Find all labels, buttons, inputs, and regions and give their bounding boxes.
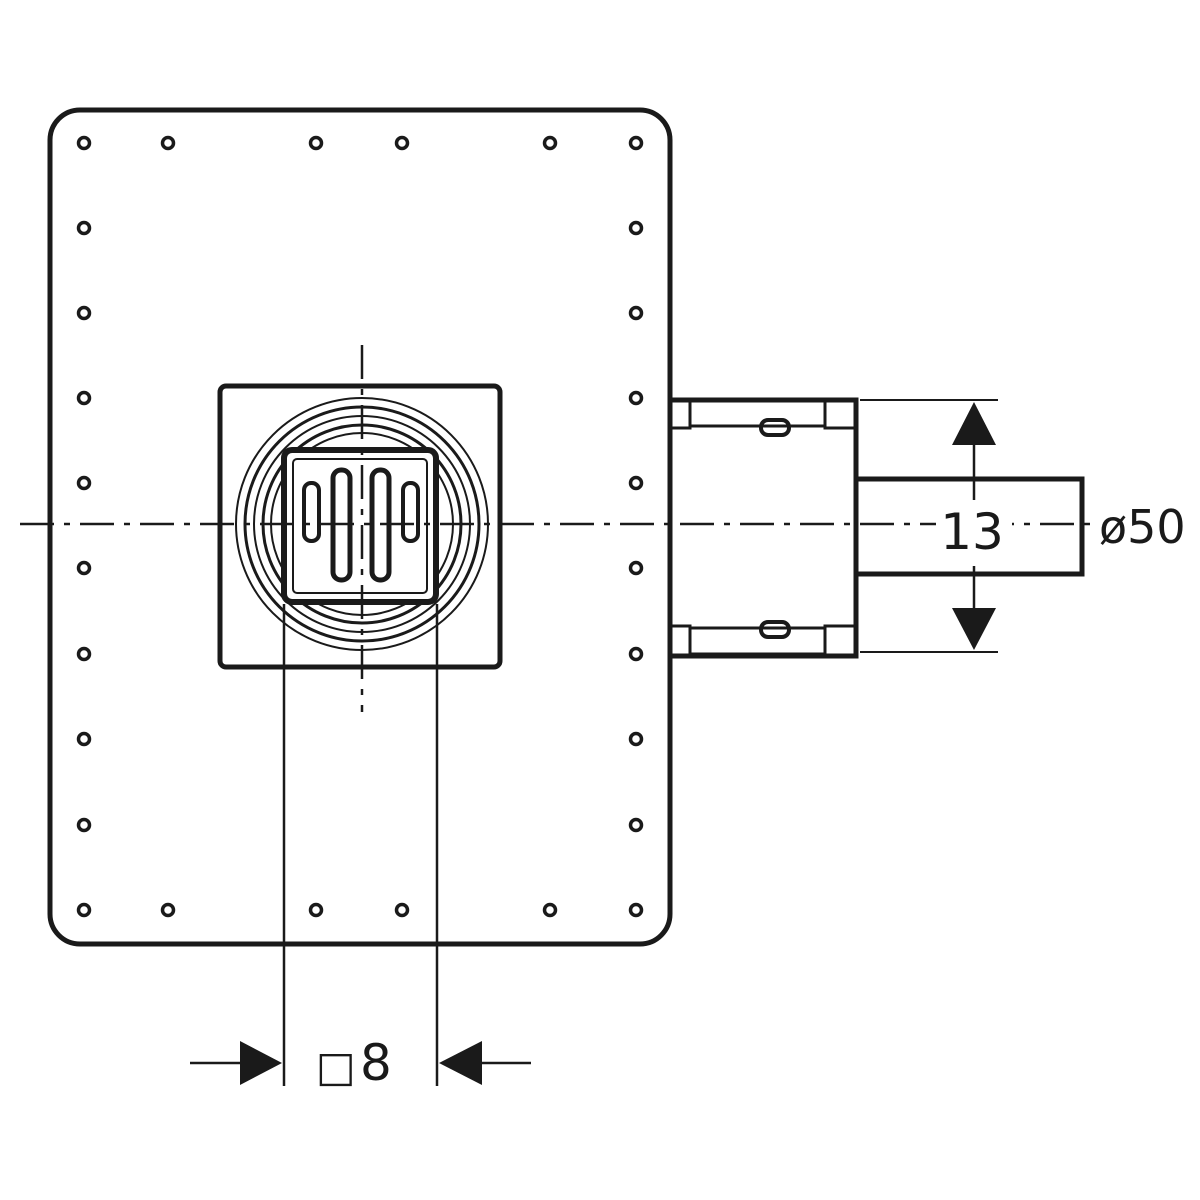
screw-hole bbox=[394, 135, 410, 151]
screw-hole bbox=[76, 475, 92, 491]
centre-lines bbox=[20, 345, 1095, 712]
screw-hole bbox=[160, 135, 176, 151]
screw-hole bbox=[628, 731, 644, 747]
screw-hole bbox=[160, 902, 176, 918]
screw-hole bbox=[628, 135, 644, 151]
screw-hole bbox=[542, 135, 558, 151]
side-connector bbox=[667, 397, 859, 659]
dimension-grate-size-label: 8 bbox=[360, 1034, 392, 1092]
grate-square-symbol: □ bbox=[316, 1042, 356, 1091]
screw-hole bbox=[628, 902, 644, 918]
dimension-grate-size bbox=[190, 604, 531, 1086]
screw-hole bbox=[76, 305, 92, 321]
screw-hole bbox=[628, 817, 644, 833]
dimension-connector-height-label: 13 bbox=[940, 503, 1004, 561]
screw-hole bbox=[628, 646, 644, 662]
screw-holes bbox=[76, 135, 644, 918]
drain-grate bbox=[281, 447, 439, 605]
screw-hole bbox=[76, 731, 92, 747]
screw-hole bbox=[628, 305, 644, 321]
drain-body bbox=[217, 383, 503, 670]
screw-hole bbox=[628, 220, 644, 236]
outlet-pipe bbox=[856, 476, 1085, 577]
screw-hole bbox=[76, 390, 92, 406]
screw-hole bbox=[308, 135, 324, 151]
screw-hole bbox=[308, 902, 324, 918]
dimension-connector-height bbox=[860, 399, 998, 653]
screw-hole bbox=[76, 817, 92, 833]
screw-hole bbox=[76, 220, 92, 236]
screw-hole bbox=[76, 646, 92, 662]
screw-hole bbox=[628, 475, 644, 491]
screw-hole bbox=[394, 902, 410, 918]
screw-hole bbox=[76, 902, 92, 918]
screw-hole bbox=[628, 560, 644, 576]
screw-hole bbox=[76, 135, 92, 151]
screw-hole bbox=[628, 390, 644, 406]
screw-hole bbox=[542, 902, 558, 918]
screw-hole bbox=[76, 560, 92, 576]
dimension-pipe-diameter-label: ø50 bbox=[1099, 500, 1186, 554]
